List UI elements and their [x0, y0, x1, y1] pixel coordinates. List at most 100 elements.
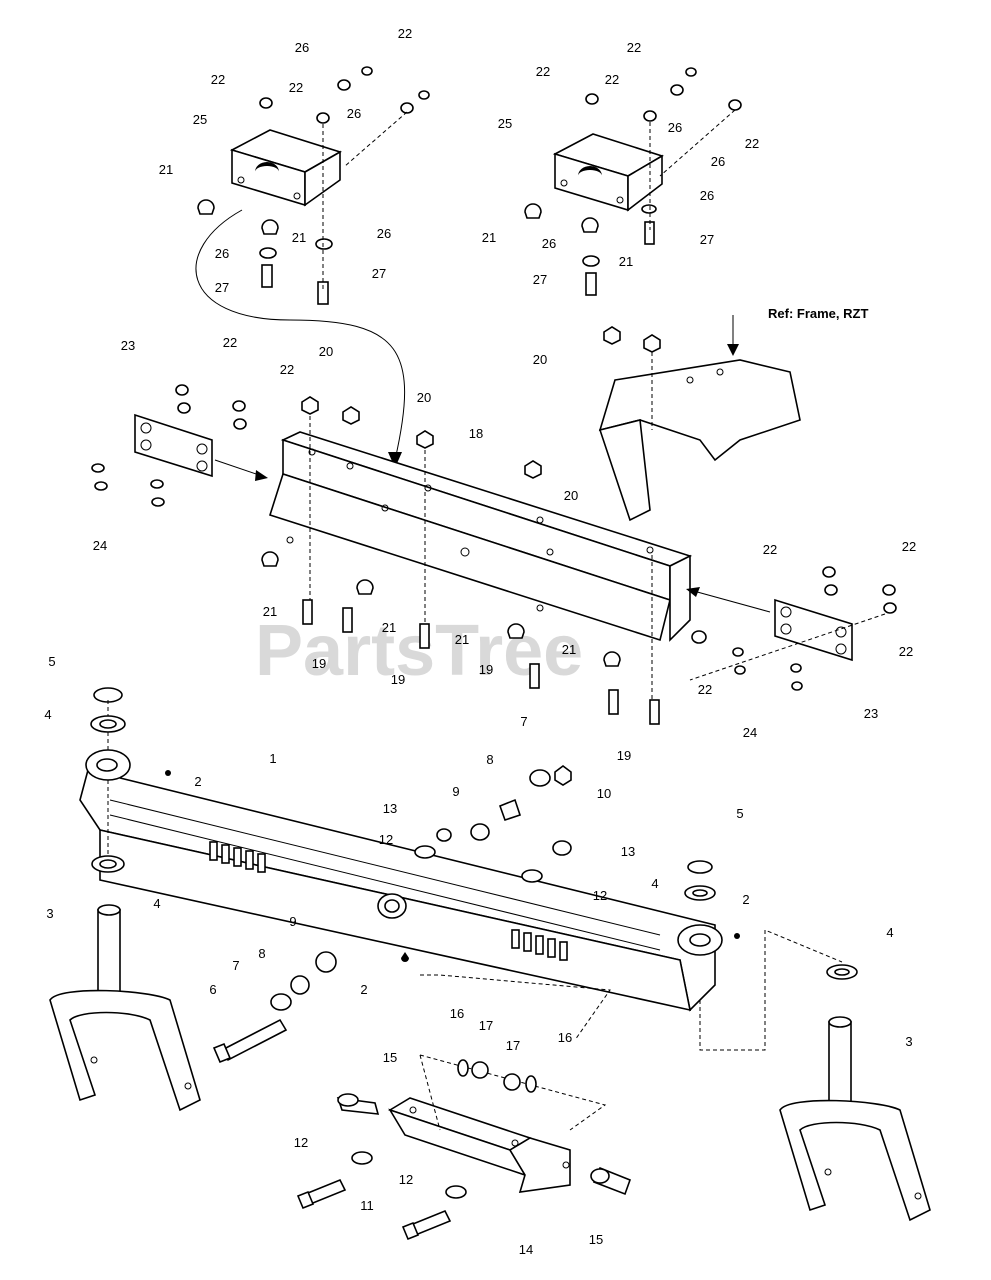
- axle-slots-left: [209, 841, 266, 873]
- callout-22: 22: [211, 72, 225, 87]
- callout-5: 5: [48, 654, 55, 669]
- caster-fork-left: [49, 904, 201, 1112]
- callout-27: 27: [700, 232, 714, 247]
- callout-20: 20: [417, 390, 431, 405]
- callout-14: 14: [519, 1242, 533, 1257]
- callout-9: 9: [452, 784, 459, 799]
- callout-20: 20: [533, 352, 547, 367]
- callout-26: 26: [542, 236, 556, 251]
- plate-left: [134, 413, 213, 478]
- frame-rzt: [598, 345, 801, 522]
- callout-22: 22: [223, 335, 237, 350]
- hardware-lower: [296, 1059, 632, 1241]
- callout-16: 16: [450, 1006, 464, 1021]
- callout-12: 12: [399, 1172, 413, 1187]
- hardware-axle: [90, 687, 858, 1064]
- callout-2: 2: [360, 982, 367, 997]
- callout-22: 22: [698, 682, 712, 697]
- callout-21: 21: [263, 604, 277, 619]
- callout-26: 26: [700, 188, 714, 203]
- callout-26: 26: [668, 120, 682, 135]
- callout-20: 20: [564, 488, 578, 503]
- callout-22: 22: [398, 26, 412, 41]
- callout-3: 3: [46, 906, 53, 921]
- callout-4: 4: [886, 925, 893, 940]
- callout-19: 19: [391, 672, 405, 687]
- callout-17: 17: [506, 1038, 520, 1053]
- callout-21: 21: [455, 632, 469, 647]
- callout-26: 26: [711, 154, 725, 169]
- callout-19: 19: [479, 662, 493, 677]
- callout-21: 21: [382, 620, 396, 635]
- callout-21: 21: [562, 642, 576, 657]
- callout-22: 22: [902, 539, 916, 554]
- callout-11: 11: [360, 1198, 374, 1213]
- axle-slots-right: [511, 929, 568, 961]
- callout-18: 18: [469, 426, 483, 441]
- front-axle: [79, 749, 723, 1012]
- callout-21: 21: [619, 254, 633, 269]
- callout-27: 27: [215, 280, 229, 295]
- callout-7: 7: [232, 958, 239, 973]
- callout-12: 12: [379, 832, 393, 847]
- callout-13: 13: [621, 844, 635, 859]
- callout-8: 8: [258, 946, 265, 961]
- callout-2: 2: [742, 892, 749, 907]
- bracket-right: [552, 133, 664, 212]
- callout-7: 7: [520, 714, 527, 729]
- callout-22: 22: [899, 644, 913, 659]
- callout-2: 2: [194, 774, 201, 789]
- callout-12: 12: [593, 888, 607, 903]
- callout-20: 20: [319, 344, 333, 359]
- callout-22: 22: [745, 136, 759, 151]
- callout-24: 24: [743, 725, 757, 740]
- caster-fork-right: [779, 1016, 931, 1222]
- callout-24: 24: [93, 538, 107, 553]
- callout-22: 22: [605, 72, 619, 87]
- callout-1: 1: [269, 751, 276, 766]
- callout-26: 26: [347, 106, 361, 121]
- callout-5: 5: [736, 806, 743, 821]
- callout-27: 27: [372, 266, 386, 281]
- callout-22: 22: [289, 80, 303, 95]
- plate-right: [774, 598, 853, 662]
- callout-17: 17: [479, 1018, 493, 1033]
- callout-13: 13: [383, 801, 397, 816]
- callout-6: 6: [209, 982, 216, 997]
- callout-23: 23: [864, 706, 878, 721]
- callout-23: 23: [121, 338, 135, 353]
- callout-25: 25: [193, 112, 207, 127]
- callout-21: 21: [159, 162, 173, 177]
- callout-4: 4: [153, 896, 160, 911]
- callout-26: 26: [215, 246, 229, 261]
- callout-16: 16: [558, 1030, 572, 1045]
- callout-4: 4: [651, 876, 658, 891]
- callout-9: 9: [289, 914, 296, 929]
- callout-19: 19: [617, 748, 631, 763]
- callout-25: 25: [498, 116, 512, 131]
- callout-19: 19: [312, 656, 326, 671]
- bracket-lower: [388, 974, 611, 1193]
- callout-22: 22: [627, 40, 641, 55]
- callout-8: 8: [486, 752, 493, 767]
- callout-10: 10: [597, 786, 611, 801]
- callout-21: 21: [292, 230, 306, 245]
- crossmember: [268, 431, 693, 642]
- hardware-middle: [91, 326, 897, 725]
- callout-15: 15: [383, 1050, 397, 1065]
- callout-22: 22: [280, 362, 294, 377]
- hardware-top: [197, 66, 742, 305]
- callout-26: 26: [295, 40, 309, 55]
- bracket-left: [229, 129, 342, 207]
- callout-4: 4: [44, 707, 51, 722]
- callout-22: 22: [763, 542, 777, 557]
- callout-22: 22: [536, 64, 550, 79]
- callout-26: 26: [377, 226, 391, 241]
- callout-27: 27: [533, 272, 547, 287]
- callout-15: 15: [589, 1232, 603, 1247]
- callout-3: 3: [905, 1034, 912, 1049]
- ref-frame-label: Ref: Frame, RZT: [768, 306, 868, 321]
- callout-21: 21: [482, 230, 496, 245]
